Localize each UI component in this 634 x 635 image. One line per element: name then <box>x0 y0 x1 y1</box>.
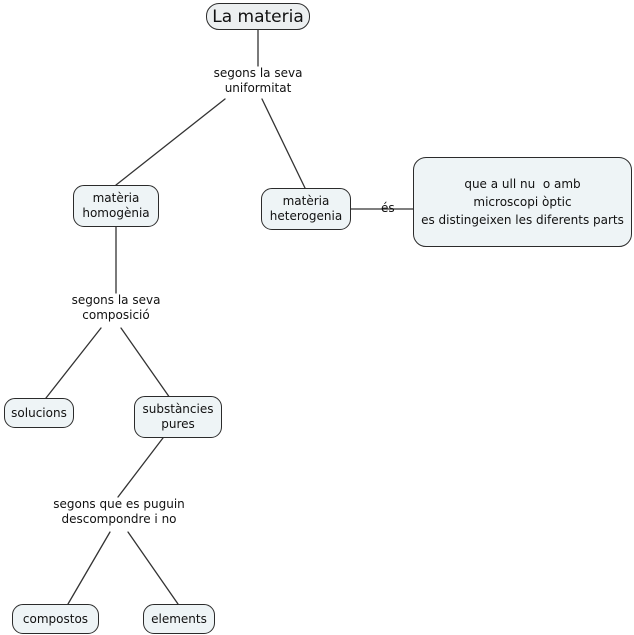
node-definicio[interactable]: que a ull nu o amb microscopi òptic es d… <box>413 157 632 247</box>
connector-composicio-substancies <box>120 327 171 399</box>
node-solucions[interactable]: solucions <box>4 398 74 428</box>
connector-descompondre-compostos <box>67 531 111 605</box>
link-label-es: és <box>381 201 395 215</box>
link-label-descompondre: segons que es puguin descompondre i no <box>53 497 185 526</box>
link-label-composicio: segons la seva composició <box>71 293 161 322</box>
node-elements[interactable]: elements <box>143 604 215 634</box>
node-materia-homogenia[interactable]: matèria homogènia <box>73 185 159 227</box>
node-compostos[interactable]: compostos <box>12 604 99 634</box>
connector-substancies-descompondre <box>117 433 167 498</box>
node-substancies-pures[interactable]: substàncies pures <box>134 396 222 438</box>
node-la-materia[interactable]: La materia <box>206 3 310 30</box>
link-label-uniformitat: segons la seva uniformitat <box>213 66 303 95</box>
node-materia-heterogenia[interactable]: matèria heterogenia <box>261 188 351 230</box>
connector-uniformitat-heterogenia <box>261 98 306 189</box>
connector-uniformitat-homogenia <box>115 98 226 186</box>
connector-descompondre-elements <box>127 531 179 605</box>
connector-composicio-solucions <box>45 327 102 399</box>
